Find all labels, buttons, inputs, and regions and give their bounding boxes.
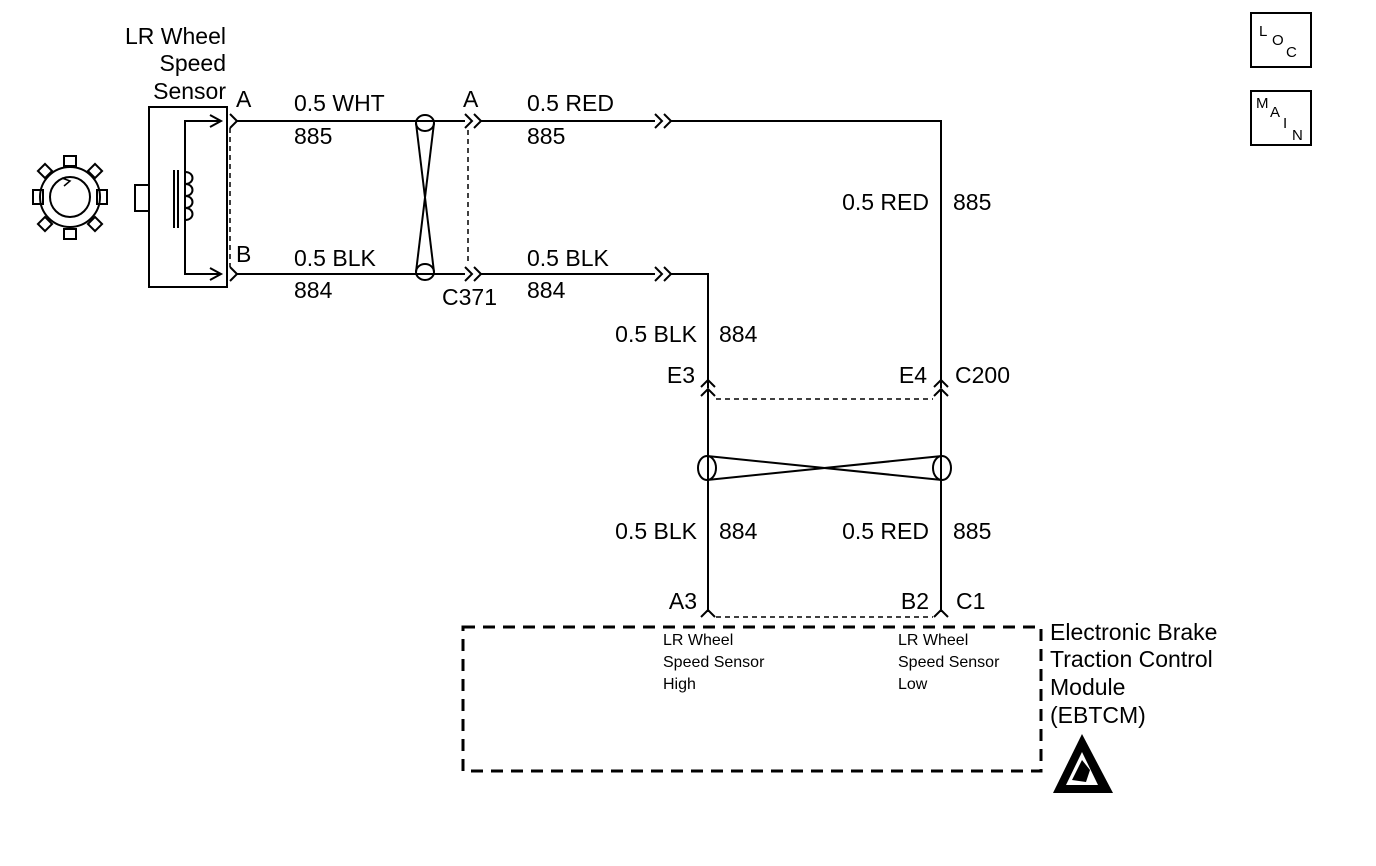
wheel-speed-sensor — [134, 106, 228, 288]
wire-blk-vertical-color: 0.5 BLK — [615, 321, 697, 347]
c200-name: C200 — [955, 362, 1010, 388]
pin-b2-desc-2: Speed Sensor — [898, 654, 1000, 671]
pin-a3-desc-1: LR Wheel — [663, 632, 733, 649]
svg-text:O: O — [1272, 32, 1284, 49]
wire-blk-vertical-circuit: 884 — [719, 321, 758, 347]
c200-pin-e4: E4 — [899, 362, 927, 388]
sensor-pin-a: A — [236, 86, 252, 112]
wire-red-vertical-circuit: 885 — [953, 189, 991, 215]
esd-warning-icon — [1053, 734, 1113, 793]
svg-text:I: I — [1283, 115, 1287, 132]
main-icon[interactable]: M A I N — [1250, 90, 1312, 146]
wire-red-vertical-color: 0.5 RED — [842, 189, 929, 215]
svg-text:L: L — [1259, 23, 1267, 40]
sensor-title-line3: Sensor — [153, 78, 226, 104]
pin-b2-desc-1: LR Wheel — [898, 632, 968, 649]
sensor-title-line2: Speed — [159, 50, 226, 76]
module-name-line1: Electronic Brake — [1050, 619, 1217, 645]
wire-blk-lower-color: 0.5 BLK — [615, 518, 697, 544]
wire-blk-circuit-right: 884 — [527, 277, 566, 303]
c371-pin-a: A — [463, 86, 479, 112]
tone-wheel-icon — [32, 155, 108, 240]
wire-red-lower-circuit: 885 — [953, 518, 991, 544]
wire-red-lower-color: 0.5 RED — [842, 518, 929, 544]
ebtcm-module-box — [461, 625, 1043, 773]
sensor-title-line1: LR Wheel — [125, 23, 226, 49]
wire-blk-color-left: 0.5 BLK — [294, 245, 376, 271]
pin-a3-desc-2: Speed Sensor — [663, 654, 765, 671]
twisted-pair-1 — [415, 114, 435, 281]
svg-text:C: C — [1286, 44, 1297, 61]
module-name-line2: Traction Control — [1050, 646, 1213, 672]
wire-blk-circuit-left: 884 — [294, 277, 333, 303]
sensor-pin-b: B — [236, 241, 251, 267]
pin-a3-desc-3: High — [663, 676, 696, 693]
c371-name: C371 — [442, 284, 497, 310]
module-pin-b2: B2 — [901, 588, 929, 614]
svg-text:A: A — [1270, 104, 1280, 121]
svg-text:N: N — [1292, 127, 1303, 144]
module-connector-c1: C1 — [956, 588, 985, 614]
module-name-line4: (EBTCM) — [1050, 702, 1146, 728]
c200-pin-e3: E3 — [667, 362, 695, 388]
connector-c371 — [464, 113, 483, 282]
svg-text:M: M — [1256, 95, 1269, 112]
wire-wht-color: 0.5 WHT — [294, 90, 385, 116]
loc-icon[interactable]: L O C — [1250, 12, 1312, 68]
wire-red-color-top: 0.5 RED — [527, 90, 614, 116]
twisted-pair-2 — [697, 455, 952, 481]
wire-red-circuit-top: 885 — [527, 123, 565, 149]
wire-blk-lower-circuit: 884 — [719, 518, 758, 544]
wire-blk-color-right: 0.5 BLK — [527, 245, 609, 271]
module-pin-a3: A3 — [669, 588, 697, 614]
wire-wht-circuit: 885 — [294, 123, 332, 149]
module-name-line3: Module — [1050, 674, 1125, 700]
pin-b2-desc-3: Low — [898, 676, 928, 693]
